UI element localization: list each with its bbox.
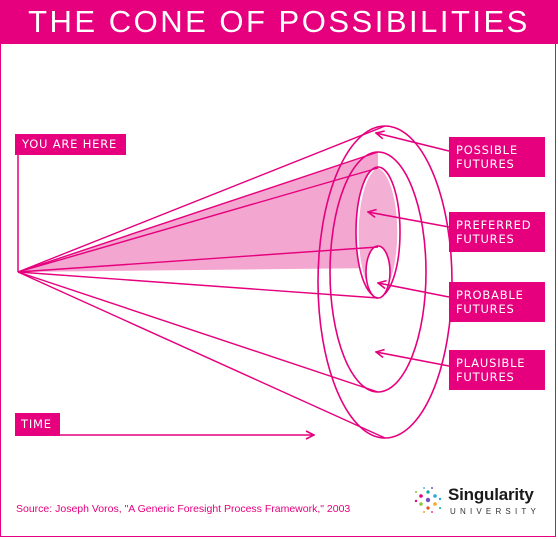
plausible-futures-label: PLAUSIBLE FUTURES <box>449 350 545 390</box>
probable-cone-rim <box>365 245 391 299</box>
preferred-futures-line2: FUTURES <box>456 232 515 246</box>
time-label: TIME <box>15 413 60 436</box>
preferred-futures-line1: PREFERRED <box>456 218 532 232</box>
possible-cone-edge-top <box>17 151 379 273</box>
you-are-here-text: YOU ARE HERE <box>22 137 118 151</box>
plausible-futures-line1: PLAUSIBLE <box>456 356 526 370</box>
arrow-probable <box>378 283 450 298</box>
singularity-logo: Singularity UNIVERSITY <box>412 482 548 522</box>
probable-cone-edge-bottom <box>17 271 379 299</box>
possible-futures-label: POSSIBLE FUTURES <box>449 137 545 177</box>
possible-cone-edge-bottom <box>17 271 379 393</box>
logo-name: Singularity <box>448 485 534 504</box>
plausible-cone-edge-bottom <box>17 271 386 439</box>
preferred-futures-label: PREFERRED FUTURES <box>449 212 545 252</box>
page-title: THE CONE OF POSSIBILITIES <box>28 4 530 39</box>
probable-futures-line1: PROBABLE <box>456 288 524 302</box>
logo-subtitle: UNIVERSITY <box>450 507 541 516</box>
possible-futures-line2: FUTURES <box>456 157 515 171</box>
arrow-possible <box>376 133 450 152</box>
plausible-futures-line2: FUTURES <box>456 370 515 384</box>
probable-cone-edge-top <box>17 246 379 273</box>
you-are-here-label: YOU ARE HERE <box>15 134 126 155</box>
singularity-logo-icon <box>414 487 442 513</box>
time-text: TIME <box>21 417 52 431</box>
probable-futures-label: PROBABLE FUTURES <box>449 282 545 322</box>
title-banner: THE CONE OF POSSIBILITIES <box>0 0 558 44</box>
possible-futures-line1: POSSIBLE <box>456 143 518 157</box>
arrow-preferred <box>368 212 450 228</box>
plausible-cone-edge-top <box>17 125 386 273</box>
arrow-plausible <box>376 352 450 367</box>
probable-futures-line2: FUTURES <box>456 302 515 316</box>
source-citation: Source: Joseph Voros, "A Generic Foresig… <box>16 503 351 515</box>
